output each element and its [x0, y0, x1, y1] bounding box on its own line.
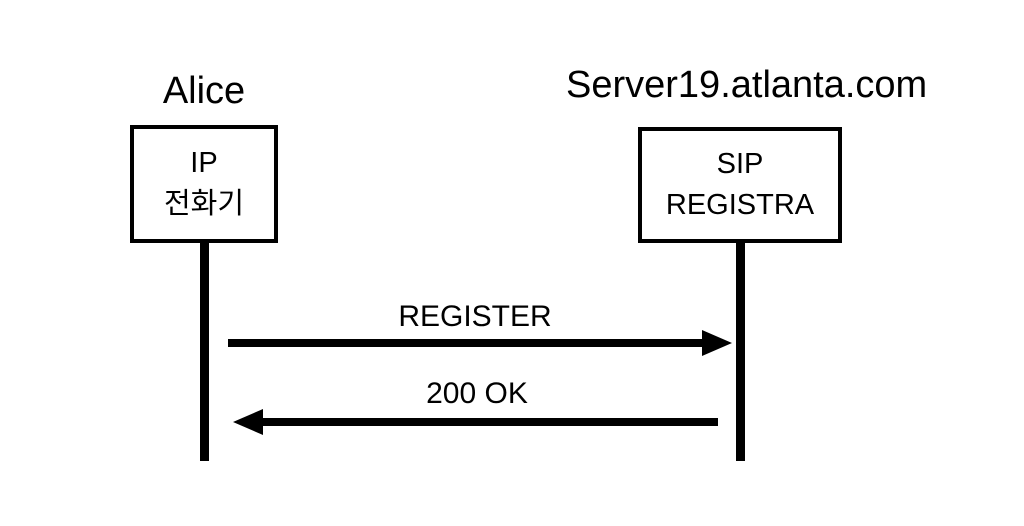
lifeline-server — [736, 243, 745, 461]
message-label-register: REGISTER — [398, 300, 552, 333]
actor-box-line: REGISTRA — [665, 189, 815, 221]
actor-box-sip-registra: SIP REGISTRA — [638, 127, 842, 243]
actor-box-line: IP — [190, 147, 218, 179]
lifeline-alice — [200, 243, 209, 461]
actor-box-line: SIP — [716, 148, 764, 180]
message-arrow-200-ok — [259, 418, 718, 426]
arrowhead-right-icon — [702, 330, 732, 356]
message-arrow-register — [228, 339, 706, 347]
actor-box-line: 전화기 — [163, 188, 245, 220]
actor-name-server: Server19.atlanta.com — [566, 64, 928, 106]
message-label-200-ok: 200 OK — [426, 377, 528, 410]
arrowhead-left-icon — [233, 409, 263, 435]
actor-box-ip-phone: IP 전화기 — [130, 125, 278, 243]
actor-name-alice: Alice — [162, 70, 246, 112]
